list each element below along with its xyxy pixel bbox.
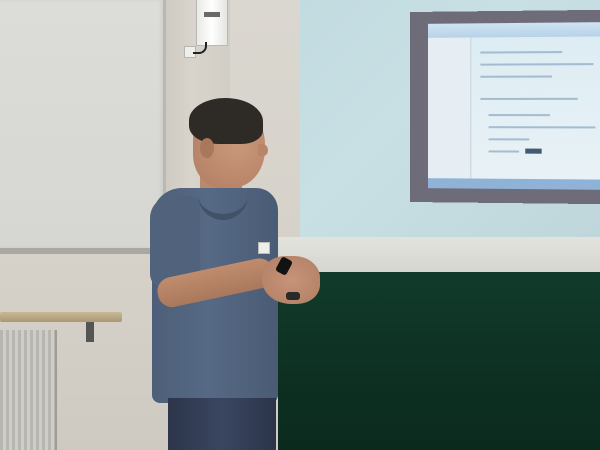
hair xyxy=(189,98,263,144)
ear xyxy=(200,138,214,158)
wristwatch xyxy=(286,292,300,300)
nose xyxy=(258,144,268,156)
jeans xyxy=(168,398,276,450)
name-badge xyxy=(258,242,270,254)
